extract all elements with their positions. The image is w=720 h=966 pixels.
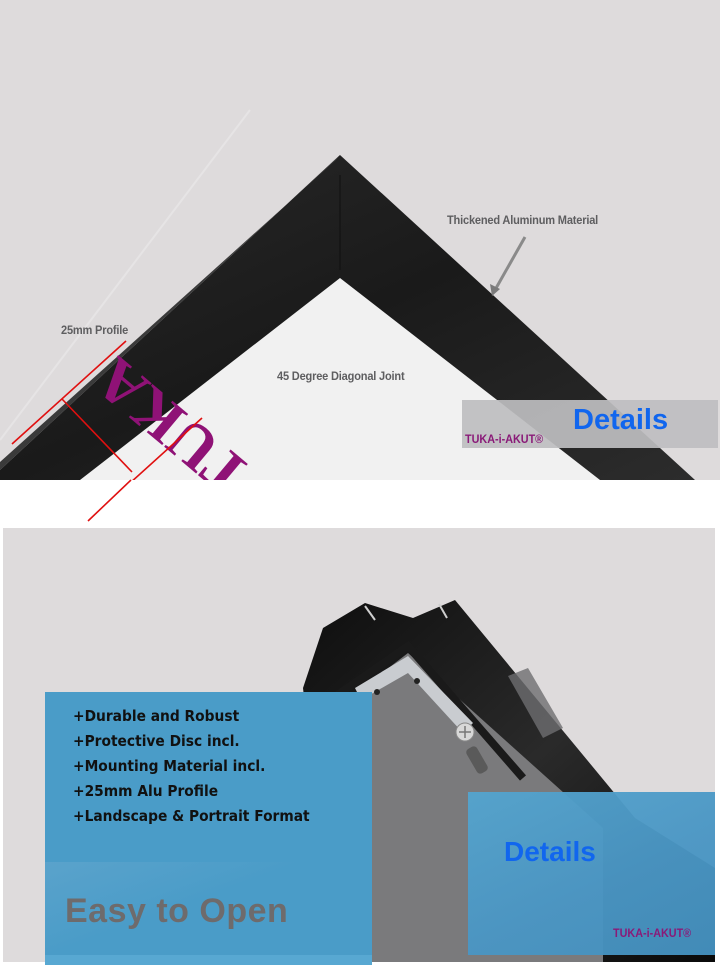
features-box: +Durable and Robust +Protective Disc inc…	[45, 692, 372, 965]
joint-callout-label: 45 Degree Diagonal Joint	[277, 369, 405, 383]
details-box: Details TUKA-i-AKUT®	[468, 792, 715, 955]
brand-mark: TUKA-i-AKUT®	[613, 926, 692, 940]
material-callout-label: Thickened Aluminum Material	[447, 213, 599, 227]
headline-band	[45, 862, 372, 954]
details-banner: Details TUKA-i-AKUT®	[462, 400, 718, 448]
frame-corner-illustration: TUKA	[0, 109, 695, 480]
headline-easy-to-open: Easy to Open	[65, 892, 289, 930]
features-box-footer-strip	[45, 955, 372, 965]
top-detail-image: TUKA Thickened Aluminum Material 25mm Pr…	[0, 0, 720, 480]
feature-item: +Mounting Material incl.	[73, 757, 266, 775]
details-title: Details	[504, 836, 596, 867]
details-title: Details	[573, 404, 669, 436]
feature-item: +Durable and Robust	[73, 707, 240, 725]
feature-item: +Landscape & Portrait Format	[73, 807, 310, 825]
profile-callout-label: 25mm Profile	[61, 323, 129, 337]
brand-mark: TUKA-i-AKUT®	[465, 432, 544, 446]
feature-item: +Protective Disc incl.	[73, 732, 240, 750]
feature-item: +25mm Alu Profile	[73, 782, 219, 800]
features-list: +Durable and Robust +Protective Disc inc…	[73, 704, 330, 829]
